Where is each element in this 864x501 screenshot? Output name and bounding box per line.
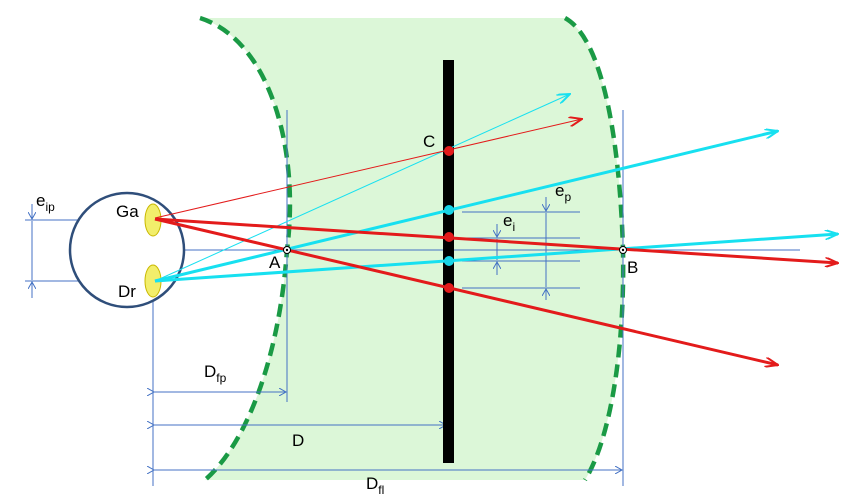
- point-b-center: [621, 248, 625, 252]
- label-e-i: ei: [503, 211, 515, 234]
- label-c: C: [423, 132, 435, 151]
- red-ray-lower: [154, 217, 778, 365]
- label-d: D: [292, 431, 304, 450]
- cyan-ray-thin: [154, 94, 570, 282]
- label-a: A: [269, 253, 281, 272]
- dimension-arrows: [32, 197, 622, 470]
- label-b: B: [627, 258, 638, 277]
- label-ga: Ga: [116, 202, 139, 221]
- screen-point-cyan-upper: [444, 205, 454, 215]
- label-d-fp: Dfp: [204, 362, 227, 385]
- screen-point-cyan-lower: [444, 256, 454, 266]
- cyan-ray-upper: [154, 131, 778, 283]
- screen-point-red-lower: [444, 283, 454, 293]
- point-c: [444, 146, 454, 156]
- point-a-center: [285, 248, 289, 252]
- label-dr: Dr: [118, 282, 136, 301]
- red-ray-middle: [154, 217, 838, 263]
- label-d-fl: Dfl: [366, 474, 384, 497]
- label-e-p: ep: [555, 181, 571, 204]
- comfort-zone: [200, 18, 624, 480]
- label-e-ip: eip: [36, 191, 55, 214]
- cyan-ray-lower: [154, 234, 838, 283]
- screen-point-red-middle: [444, 232, 454, 242]
- red-ray-thin: [154, 119, 582, 219]
